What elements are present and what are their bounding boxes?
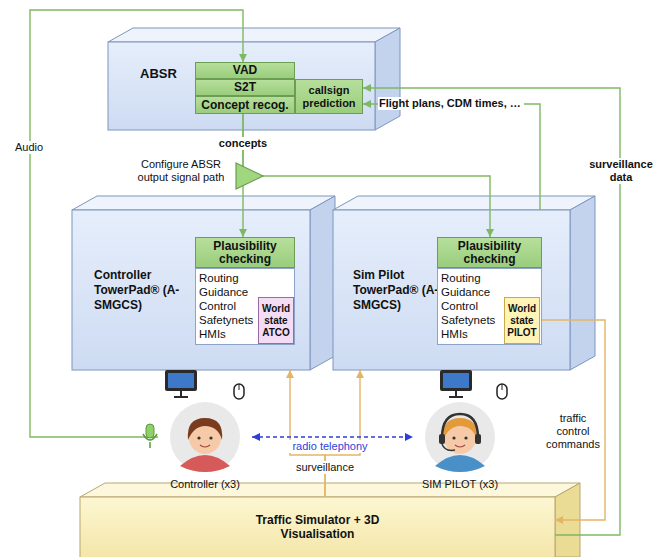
monitor-screen: [443, 373, 469, 388]
box-front: [80, 497, 555, 557]
box-front: [333, 210, 570, 370]
arrowhead: [363, 100, 371, 108]
edge-label: surveillance data: [584, 158, 658, 184]
headset-ear: [439, 434, 445, 444]
arrowhead: [252, 433, 260, 441]
connector-line: [252, 436, 413, 437]
person-hair: [443, 418, 477, 440]
edge-label: traffic control commands: [543, 412, 603, 451]
node-text: Plausibility checking: [196, 240, 294, 266]
microphone: [146, 424, 154, 438]
node-text: SIM PILOT (x3): [407, 478, 513, 490]
edge-label: radio telephony: [286, 440, 374, 453]
monitor-screen: [168, 373, 194, 388]
monitor: [440, 370, 472, 391]
box-front: [108, 42, 375, 130]
arrowhead: [286, 370, 294, 378]
node-text: callsign prediction: [296, 84, 362, 110]
node-text: VAD: [233, 64, 257, 77]
person-node: Controller (x3): [158, 400, 252, 496]
world-state-box: World state ATCO: [258, 297, 294, 344]
mouse-button: [502, 384, 503, 390]
person-icon: [158, 400, 252, 476]
process-box: VAD: [195, 62, 295, 79]
headset: [442, 414, 478, 438]
mouse: [497, 384, 507, 399]
headset-mic: [442, 444, 455, 450]
arrowhead: [356, 370, 364, 378]
node-text: Controller (x3): [152, 478, 258, 490]
person-eye: [197, 436, 200, 439]
arrowhead: [239, 229, 247, 237]
connector-line: [290, 370, 325, 497]
annotation-label: Configure ABSR output signal path: [130, 158, 232, 184]
process-box: Plausibility checking: [437, 237, 542, 268]
arrowhead: [555, 516, 563, 524]
person-body: [435, 455, 485, 472]
function-list-box: Routing Guidance Control Safetynets HMIs…: [195, 268, 295, 345]
box-top: [333, 196, 595, 210]
node-text: Concept recog.: [201, 99, 288, 112]
simulator-box: Traffic Simulator + 3D Visualisation: [80, 497, 555, 557]
person-background: [170, 402, 240, 472]
node-text: Traffic Simulator + 3D Visualisation: [248, 513, 388, 541]
node-text: Sim Pilot TowerPad® (A-SMGCS): [353, 268, 448, 313]
box-side: [570, 196, 595, 370]
person-hair: [188, 418, 222, 440]
world-state-box: World state PILOT: [504, 297, 540, 344]
function-list-box: Routing Guidance Control Safetynets HMIs…: [437, 268, 542, 345]
node-text: Controller TowerPad® (A-SMGCS): [94, 268, 189, 313]
towerpad-box: Sim Pilot TowerPad® (A-SMGCS)Plausibilit…: [333, 210, 570, 370]
node-text: Plausibility checking: [438, 240, 541, 266]
connector-line: [243, 114, 490, 237]
edge-label: concepts: [211, 137, 275, 150]
box-front: [72, 210, 310, 370]
node-text: Routing Guidance Control Safetynets HMIs: [199, 271, 253, 341]
node-text: S2T: [234, 81, 256, 94]
person-background: [425, 402, 495, 472]
box-side: [310, 196, 335, 370]
box-top: [108, 28, 400, 42]
edge-label: Audio: [8, 141, 50, 154]
person-node: SIM PILOT (x3): [413, 400, 507, 496]
process-box: Concept recog.: [195, 96, 295, 114]
box-top: [72, 196, 335, 210]
person-mouth: [200, 445, 210, 447]
arrowhead: [405, 433, 413, 441]
mouse: [234, 384, 244, 399]
person-eye: [464, 436, 467, 439]
process-box: S2T: [195, 79, 295, 96]
connector-line: [363, 88, 620, 535]
arrowhead: [239, 54, 247, 62]
box-top: [80, 483, 580, 497]
node-text: World state ATCO: [262, 303, 290, 339]
person-mouth: [455, 445, 465, 447]
absr-box: ABSRVADS2TConcept recog.callsign predict…: [108, 42, 375, 130]
mouse-button: [239, 384, 240, 390]
process-box: callsign prediction: [295, 79, 363, 114]
box-side: [375, 28, 400, 130]
monitor-stand: [174, 391, 188, 397]
person-icon: [413, 400, 507, 476]
process-box: Plausibility checking: [195, 237, 295, 268]
microphone-stand: [143, 434, 157, 448]
arrowhead: [363, 84, 371, 92]
arrowhead: [486, 229, 494, 237]
edge-label: Flight plans, CDM times, …: [378, 97, 524, 110]
person-eye: [452, 436, 455, 439]
headset-ear: [475, 434, 481, 444]
monitor: [165, 370, 197, 391]
node-text: World state PILOT: [507, 303, 536, 339]
connector-line: [325, 370, 360, 497]
monitor-stand: [449, 391, 463, 397]
person-body: [180, 455, 230, 472]
towerpad-box: Controller TowerPad® (A-SMGCS) Plausibili…: [72, 210, 310, 370]
node-text: Routing Guidance Control Safetynets HMIs: [441, 271, 495, 341]
signal-switch-triangle: [236, 163, 263, 189]
person-eye: [209, 436, 212, 439]
connector-line: [363, 104, 540, 210]
connector-line: [540, 320, 605, 520]
edge-label: surveillance: [289, 461, 361, 474]
